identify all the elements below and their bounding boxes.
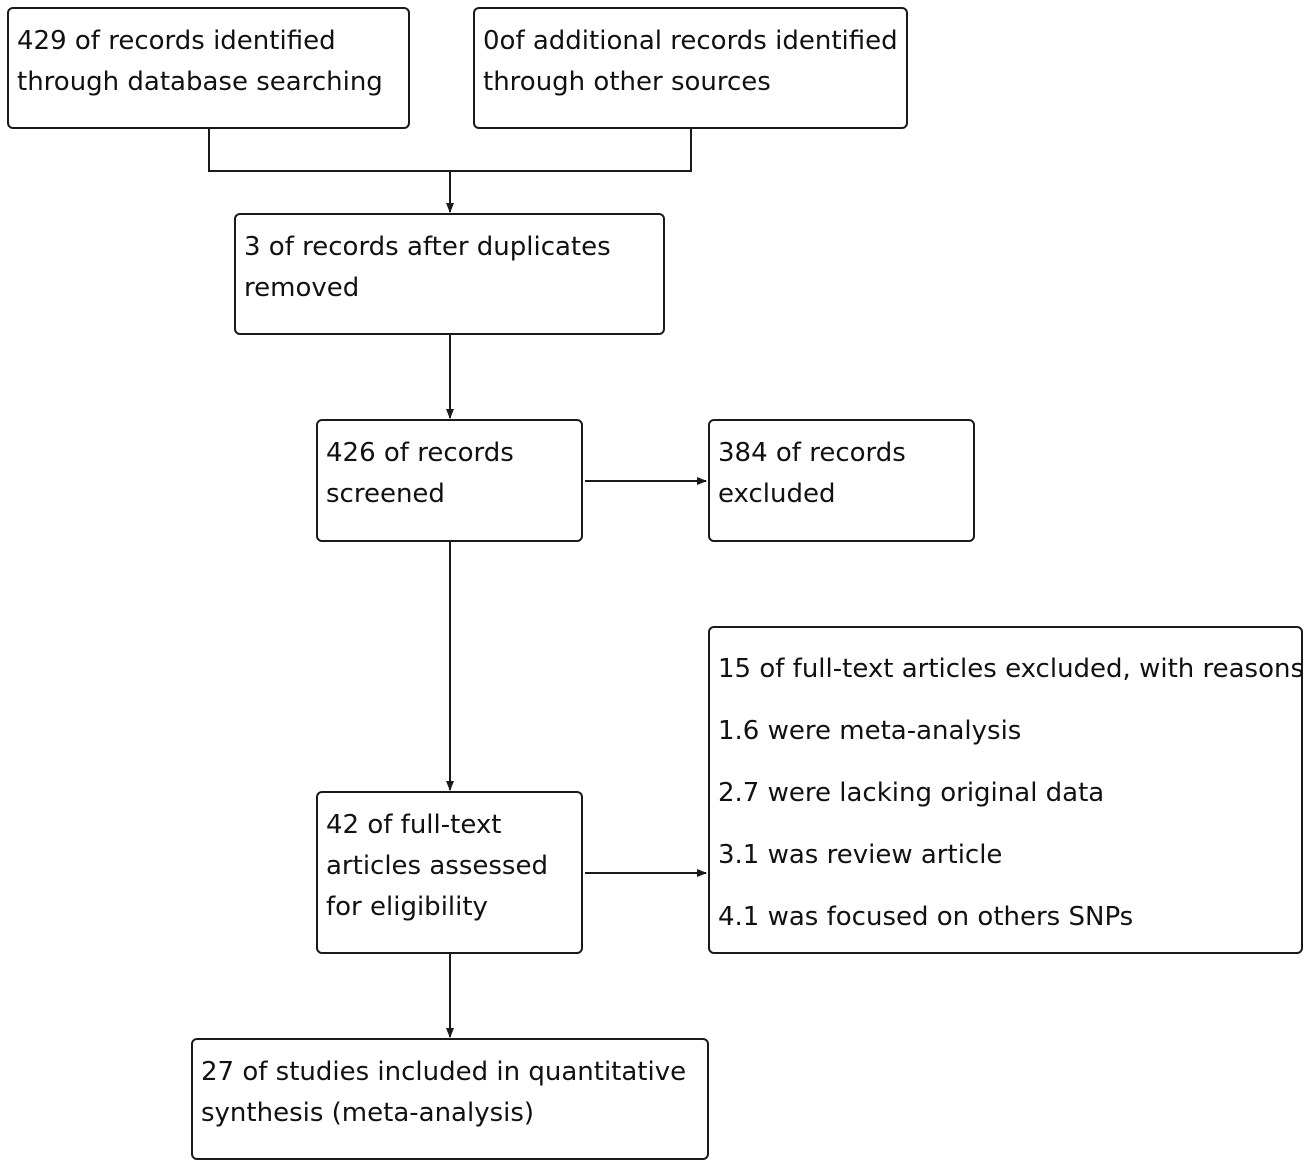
exclusion-reason: 1.6 were meta-analysis	[718, 716, 1022, 746]
records-identified-other-sources-box: 0of additional records identified throug…	[473, 7, 908, 129]
merge-connector	[208, 128, 692, 172]
records-screened-box: 426 of records screened	[316, 419, 583, 542]
records-after-duplicates-box: 3 of records after duplicates removed	[234, 213, 665, 335]
exclusion-reason: 3.1 was review article	[718, 840, 1003, 870]
fulltext-assessed-eligibility-box: 42 of full-text articles assessed for el…	[316, 791, 583, 954]
fulltext-excluded-title: 15 of full-text articles excluded, with …	[718, 654, 1305, 684]
fulltext-excluded-reasons-box: 15 of full-text articles excluded, with …	[708, 626, 1305, 954]
records-identified-database-box: 429 of records identified through databa…	[7, 7, 410, 129]
exclusion-reason: 2.7 were lacking original data	[718, 778, 1105, 808]
studies-included-box: 27 of studies included in quantitative s…	[191, 1038, 709, 1160]
exclusion-reason: 4.1 was focused on others SNPs	[718, 902, 1134, 932]
records-excluded-box: 384 of records excluded	[708, 419, 975, 542]
